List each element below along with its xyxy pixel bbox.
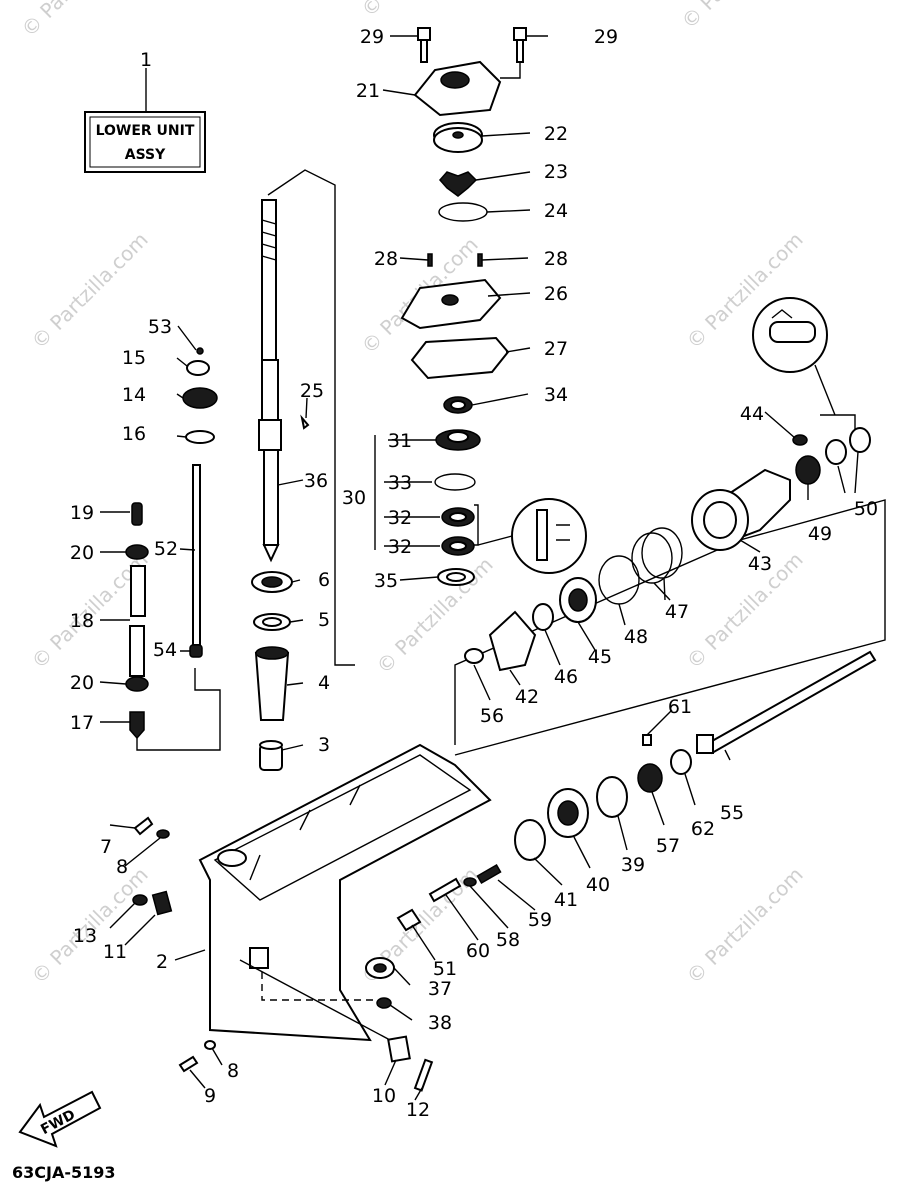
callout-17: 17 xyxy=(70,712,94,734)
callout-28b: 28 xyxy=(544,248,568,270)
assembly-guide-lines xyxy=(136,62,886,756)
callout-57: 57 xyxy=(656,835,680,857)
callout-8a: 8 xyxy=(116,856,128,878)
callout-42: 42 xyxy=(515,686,539,708)
callout-9: 9 xyxy=(204,1085,216,1107)
callout-26: 26 xyxy=(544,283,568,305)
watermark: © Partzilla.com xyxy=(682,862,808,988)
callout-62: 62 xyxy=(691,818,715,840)
callout-18: 18 xyxy=(70,610,94,632)
assy-box-line1: LOWER UNIT xyxy=(96,123,195,139)
callout-10: 10 xyxy=(372,1085,396,1107)
callout-25: 25 xyxy=(300,380,324,402)
callout-46: 46 xyxy=(554,666,578,688)
callout-39: 39 xyxy=(621,854,645,876)
callout-37: 37 xyxy=(428,978,452,1000)
callout-27: 27 xyxy=(544,338,568,360)
callout-23: 23 xyxy=(544,161,568,183)
callout-19: 19 xyxy=(70,502,94,524)
callout-32a: 32 xyxy=(388,507,412,529)
callout-48: 48 xyxy=(624,626,648,648)
drive-shaft xyxy=(258,199,282,563)
watermark: © Partzilla.com xyxy=(677,0,803,34)
callout-29a: 29 xyxy=(360,26,384,48)
callout-24: 24 xyxy=(544,200,568,222)
callout-21: 21 xyxy=(356,80,380,102)
callout-54: 54 xyxy=(153,639,177,661)
callout-33: 33 xyxy=(388,472,412,494)
callout-34: 34 xyxy=(544,384,568,406)
callout-40: 40 xyxy=(586,874,610,896)
watermark: © Partzilla.com xyxy=(27,227,153,353)
shift-rod-assembly xyxy=(125,347,218,740)
side-hardware xyxy=(132,816,434,1092)
callout-50: 50 xyxy=(854,498,878,520)
propeller-shaft-assembly xyxy=(428,427,877,903)
callout-28a: 28 xyxy=(374,248,398,270)
callout-53: 53 xyxy=(148,316,172,338)
callout-20b: 20 xyxy=(70,672,94,694)
callout-12: 12 xyxy=(406,1099,430,1121)
callout-61: 61 xyxy=(668,696,692,718)
callout-15: 15 xyxy=(122,347,146,369)
callout-7: 7 xyxy=(100,836,112,858)
watermark: © Partzilla.com xyxy=(357,0,483,22)
callout-41: 41 xyxy=(554,889,578,911)
callout-13: 13 xyxy=(73,925,97,947)
callout-59: 59 xyxy=(528,909,552,931)
callout-32b: 32 xyxy=(388,536,412,558)
callout-3: 3 xyxy=(318,734,330,756)
callout-43: 43 xyxy=(748,553,772,575)
callout-45: 45 xyxy=(588,646,612,668)
callout-11: 11 xyxy=(103,941,127,963)
callout-5: 5 xyxy=(318,609,330,631)
callout-4: 4 xyxy=(318,672,330,694)
callout-30: 30 xyxy=(342,487,366,509)
callout-29b: 29 xyxy=(594,26,618,48)
callout-1: 1 xyxy=(140,49,152,71)
callout-8b: 8 xyxy=(227,1060,239,1082)
drive-shaft-bearings xyxy=(251,414,310,771)
lower-unit-assy-box: LOWER UNIT ASSY xyxy=(84,68,206,173)
lower-case-housing xyxy=(198,743,492,1042)
leader-lines xyxy=(99,35,859,1101)
water-pump-assembly xyxy=(400,27,527,586)
callout-55: 55 xyxy=(720,802,744,824)
watermark: © Partzilla.com xyxy=(17,0,143,42)
callout-52: 52 xyxy=(154,538,178,560)
callout-numbers: 1 2 3 4 5 6 7 8 8 9 10 11 12 13 14 15 16… xyxy=(70,26,878,1121)
callout-22: 22 xyxy=(544,123,568,145)
assy-box-line2: ASSY xyxy=(125,147,166,163)
callout-56: 56 xyxy=(480,705,504,727)
callout-58: 58 xyxy=(496,929,520,951)
diagram-code: 63CJA-5193 xyxy=(12,1163,116,1182)
callout-36: 36 xyxy=(304,470,328,492)
callout-35: 35 xyxy=(374,570,398,592)
callout-44: 44 xyxy=(740,403,764,425)
callout-31: 31 xyxy=(388,430,412,452)
callout-38: 38 xyxy=(428,1012,452,1034)
callout-60: 60 xyxy=(466,940,490,962)
callout-14: 14 xyxy=(122,384,146,406)
callout-2: 2 xyxy=(156,951,168,973)
detail-insets xyxy=(477,297,836,574)
callout-51: 51 xyxy=(433,958,457,980)
fwd-direction-arrow: FWD xyxy=(18,1090,102,1148)
watermark: © Partzilla.com xyxy=(682,547,808,673)
callout-47: 47 xyxy=(665,601,689,623)
callout-16: 16 xyxy=(122,423,146,445)
callout-49: 49 xyxy=(808,523,832,545)
callout-20a: 20 xyxy=(70,542,94,564)
callout-6: 6 xyxy=(318,569,330,591)
